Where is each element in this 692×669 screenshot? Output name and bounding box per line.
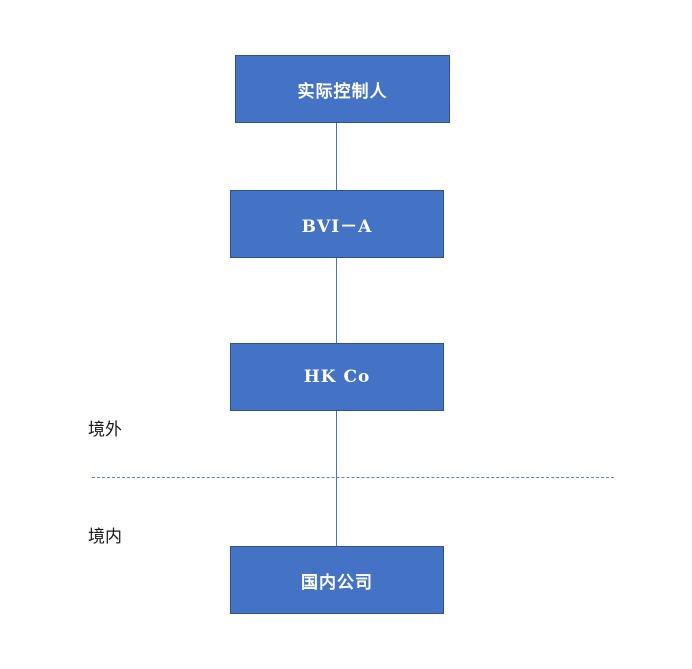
node-bvi-a-label: BVI－A	[301, 216, 373, 237]
node-hk-co-label: HK Co	[303, 367, 371, 387]
connector-bvi-hk	[336, 258, 337, 343]
node-bvi-a: BVI－A	[230, 190, 444, 258]
node-actual-controller-label: 实际控制人	[297, 81, 388, 102]
node-hk-co: HK Co	[230, 343, 444, 411]
connector-controller-bvi	[336, 123, 337, 190]
onshore-label: 境内	[88, 527, 122, 547]
connector-hk-domestic	[336, 411, 337, 546]
node-domestic-company-label: 国内公司	[301, 572, 373, 593]
node-actual-controller: 实际控制人	[235, 55, 450, 123]
jurisdiction-divider	[92, 477, 614, 478]
node-domestic-company: 国内公司	[230, 546, 444, 614]
offshore-label: 境外	[88, 420, 122, 440]
